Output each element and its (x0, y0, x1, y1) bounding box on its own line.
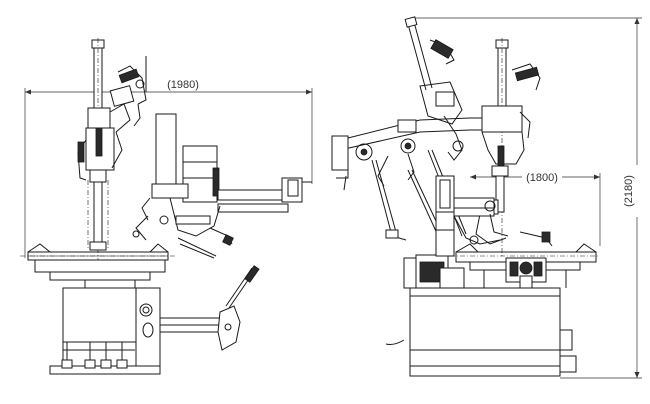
height-dimension-label: (2180) (623, 175, 635, 207)
width-dimension: (1980) (24, 78, 313, 258)
side-tool-column (475, 38, 541, 258)
side-tilt-column (404, 16, 464, 161)
side-turntable (450, 243, 600, 289)
foot-pedals (61, 342, 128, 369)
side-top-arm (331, 117, 482, 241)
helper-column (132, 113, 312, 259)
turntable (20, 243, 175, 289)
depth-dimension-label: (1800) (526, 172, 558, 184)
depth-dimension: (1800) (470, 170, 601, 246)
bead-breaker (159, 265, 260, 351)
front-view: (1980) (20, 38, 313, 375)
upper-arm-lamp (109, 56, 147, 169)
side-base-cabinet (385, 254, 577, 377)
height-dimension: (2180) (410, 17, 642, 379)
side-helper-unit (435, 175, 553, 257)
side-view: (2180) (1800) (331, 16, 642, 379)
tool-column (77, 38, 115, 260)
width-dimension-label: (1980) (167, 79, 199, 91)
